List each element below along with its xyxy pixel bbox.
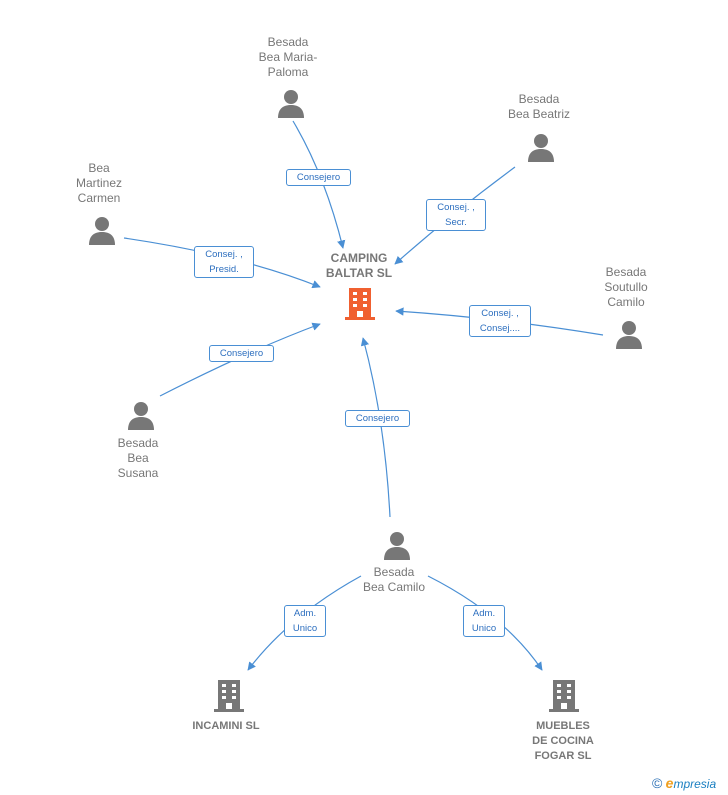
company-building-icon[interactable] <box>213 678 245 719</box>
edge-label-consej-presid: Consej. , Presid. <box>194 246 254 278</box>
company-label-muebles-de-cocina-fogar[interactable]: MUEBLES DE COCINA FOGAR SL <box>532 720 594 762</box>
edge-p6-to-center <box>360 337 391 518</box>
person-icon[interactable] <box>526 132 556 167</box>
edge-label-consejero: Consejero <box>345 410 410 427</box>
edge-label-adm-unico: Adm. Unico <box>463 605 505 637</box>
person-label-besada-bea-camilo[interactable]: Besada Bea Camilo <box>362 565 426 594</box>
person-icon[interactable] <box>126 400 156 435</box>
person-icon[interactable] <box>87 215 117 250</box>
empresia-logo-text: mpresia <box>673 777 717 791</box>
person-icon[interactable] <box>276 88 306 123</box>
person-label-bea-martinez-carmen[interactable]: Bea Martinez Carmen <box>75 161 122 205</box>
edge-label-consej-consej: Consej. , Consej.... <box>469 305 531 337</box>
person-label-besada-bea-susana[interactable]: Besada Bea Susana <box>117 436 159 480</box>
empresia-logo-e: e <box>665 775 674 791</box>
person-label-besada-bea-beatriz[interactable]: Besada Bea Beatriz <box>507 92 571 121</box>
center-company-label[interactable]: CAMPING BALTAR SL <box>325 251 393 280</box>
person-icon[interactable] <box>382 530 412 565</box>
company-label-incamini[interactable]: INCAMINI SL <box>192 720 260 732</box>
person-label-besada-soutullo-camilo[interactable]: Besada Soutullo Camilo <box>604 265 648 309</box>
copyright-icon: © <box>652 775 663 791</box>
edge-label-adm-unico: Adm. Unico <box>284 605 326 637</box>
person-label-besada-bea-maria-paloma[interactable]: Besada Bea Maria- Paloma <box>258 35 318 79</box>
company-building-icon[interactable] <box>548 678 580 719</box>
edge-label-consej-secr: Consej. , Secr. <box>426 199 486 231</box>
edge-label-consejero: Consejero <box>286 169 351 186</box>
person-icon[interactable] <box>614 319 644 354</box>
center-company-building-icon[interactable] <box>344 286 376 327</box>
edge-label-consejero: Consejero <box>209 345 274 362</box>
empresia-brand: © empresia <box>652 775 716 791</box>
